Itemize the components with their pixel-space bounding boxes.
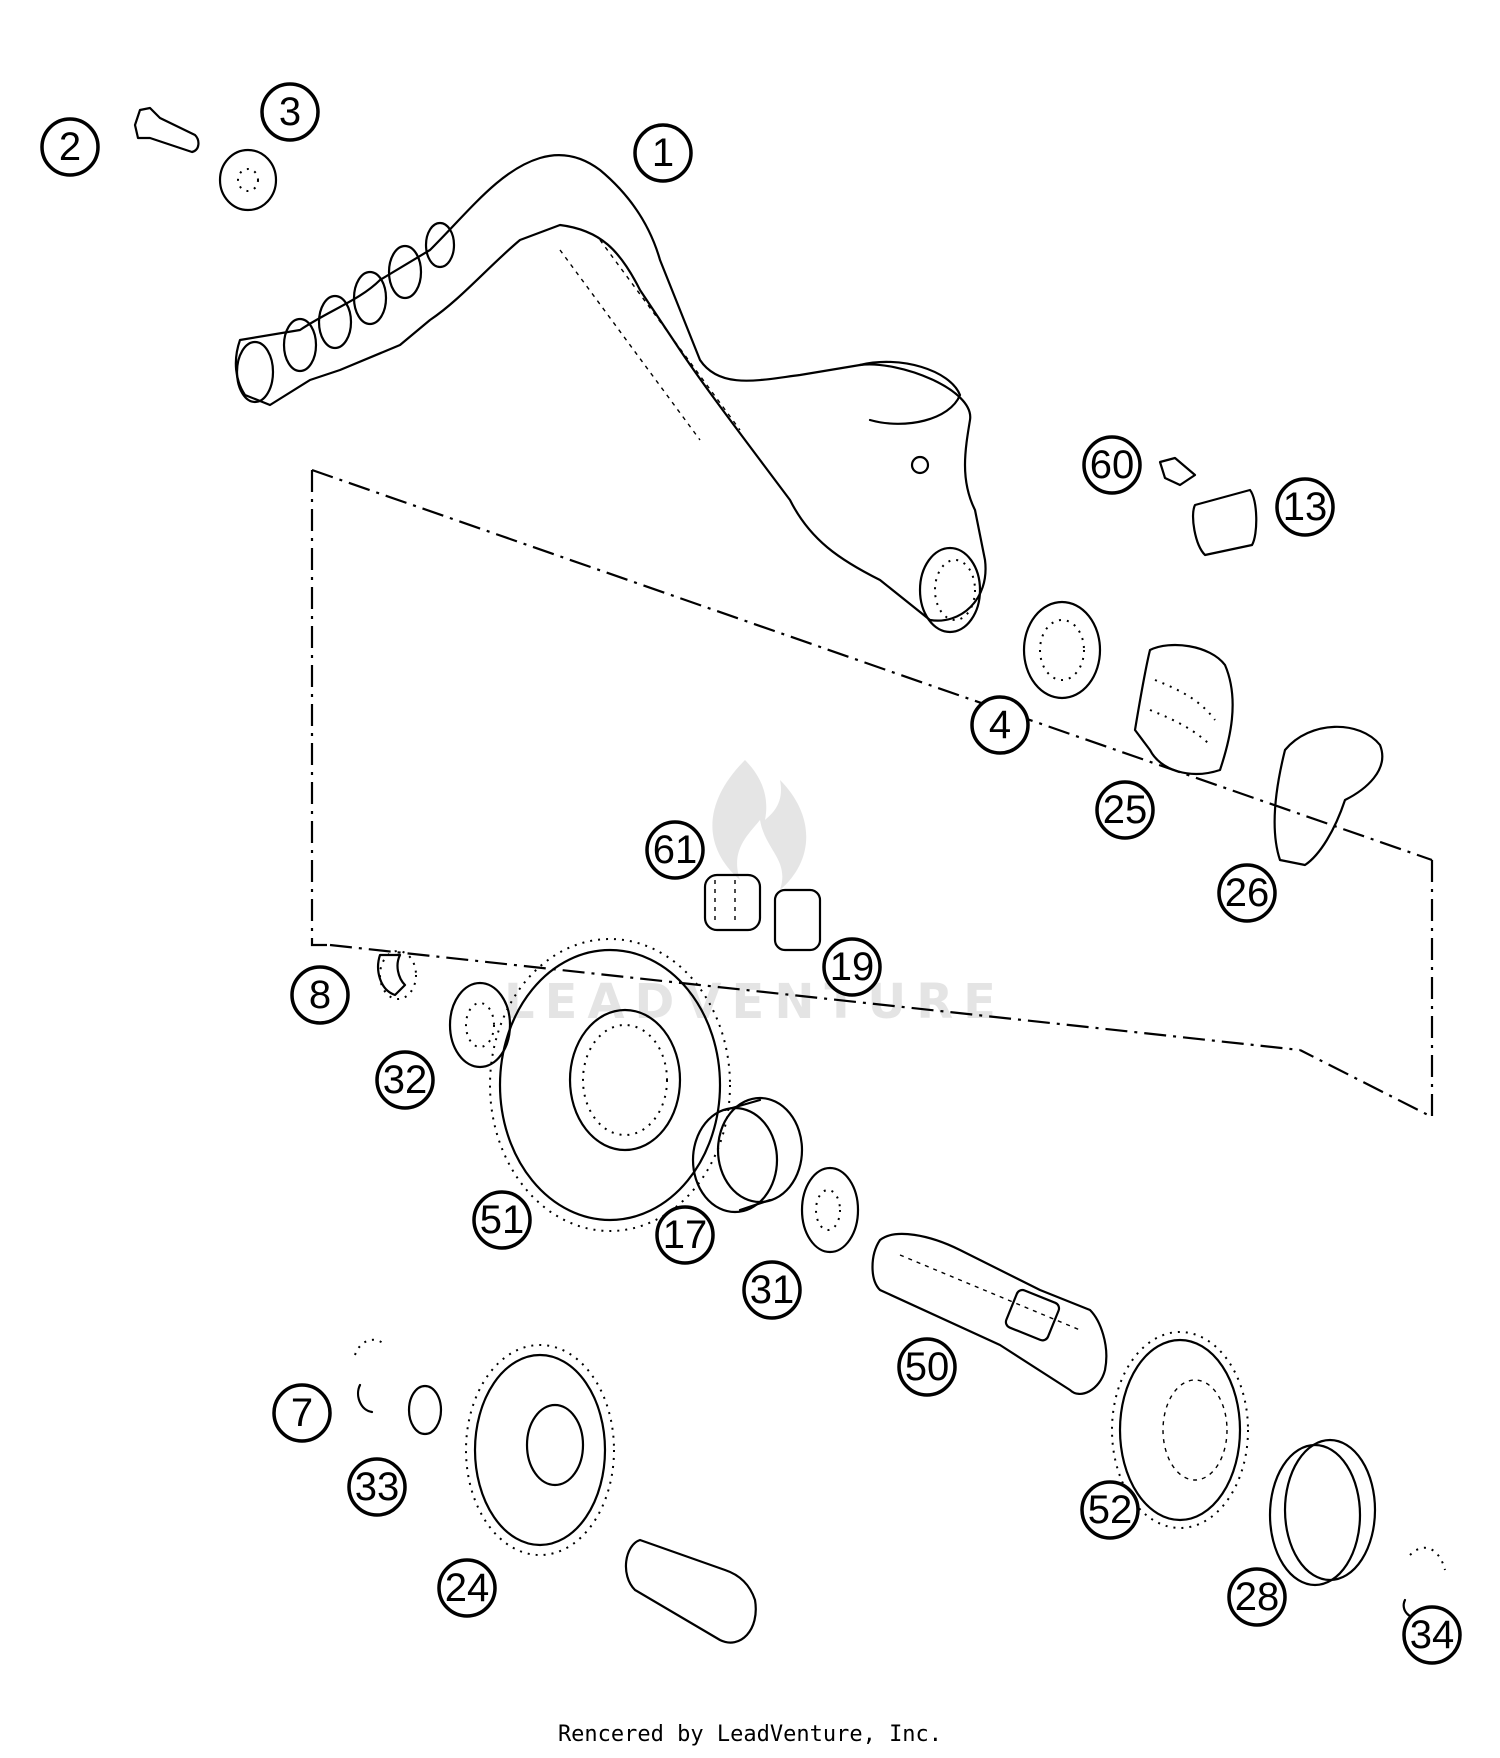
callout-28: 28	[1227, 1567, 1287, 1627]
part-33-washer	[407, 1384, 443, 1436]
svg-text:13: 13	[1283, 485, 1328, 529]
callout-7: 7	[272, 1383, 332, 1443]
callout-31: 31	[742, 1260, 802, 1320]
svg-text:4: 4	[989, 703, 1011, 747]
callout-32: 32	[375, 1050, 435, 1110]
part-60-pin	[1158, 456, 1197, 487]
svg-text:8: 8	[309, 973, 331, 1017]
svg-text:25: 25	[1103, 788, 1148, 832]
part-25-spring	[1133, 643, 1234, 775]
svg-text:1: 1	[652, 131, 674, 175]
assembly-right-line	[1299, 860, 1434, 1119]
part-61-needle-bearing	[703, 873, 762, 932]
callout-8: 8	[290, 965, 350, 1025]
callout-13: 13	[1275, 477, 1335, 537]
callout-2: 2	[40, 117, 100, 177]
svg-text:50: 50	[905, 1345, 950, 1389]
svg-text:60: 60	[1090, 443, 1135, 487]
callout-50: 50	[897, 1337, 957, 1397]
render-credit: Rencered by LeadVenture, Inc.	[557, 1722, 943, 1747]
part-2-bolt	[133, 106, 200, 154]
callout-61: 61	[645, 820, 705, 880]
svg-text:3: 3	[279, 90, 301, 134]
part-8-circlip	[377, 950, 417, 1000]
watermark-text: LEADVENTURE	[504, 974, 1006, 1030]
part-24-intermediate-gear	[465, 1344, 615, 1556]
part-17-needle-bearing	[691, 1096, 804, 1214]
svg-text:28: 28	[1235, 1575, 1280, 1619]
callout-26: 26	[1217, 863, 1277, 923]
part-50-kick-shaft	[871, 1232, 1108, 1395]
assembly-diagonal-line	[311, 468, 1433, 862]
callout-33: 33	[347, 1457, 407, 1517]
callout-25: 25	[1095, 780, 1155, 840]
part-28-spring-ring	[1268, 1438, 1377, 1587]
svg-text:61: 61	[653, 828, 698, 872]
part-13-bushing	[1191, 488, 1258, 557]
callout-34: 34	[1402, 1605, 1462, 1665]
svg-text:17: 17	[663, 1213, 708, 1257]
part-26-spring-guide	[1273, 725, 1384, 867]
svg-text:32: 32	[383, 1058, 428, 1102]
callout-3: 3	[260, 82, 320, 142]
callout-60: 60	[1082, 435, 1142, 495]
svg-text:24: 24	[445, 1566, 490, 1610]
part-4-washer	[1022, 600, 1102, 700]
callout-19: 19	[822, 937, 882, 997]
callout-4: 4	[970, 695, 1030, 755]
watermark-flame-icon	[712, 760, 807, 890]
svg-text:7: 7	[291, 1391, 313, 1435]
svg-text:51: 51	[480, 1198, 525, 1242]
svg-text:2: 2	[59, 125, 81, 169]
part-19-spacer	[773, 888, 822, 952]
svg-text:31: 31	[750, 1268, 795, 1312]
part-31-washer	[800, 1166, 860, 1254]
svg-text:34: 34	[1410, 1613, 1455, 1657]
assembly-boundary-line	[310, 470, 330, 947]
kick-starter-lever	[234, 154, 987, 634]
intermediate-shaft	[624, 1538, 757, 1644]
callout-52: 52	[1080, 1480, 1140, 1540]
assembly-lower-diagonal	[329, 943, 1301, 1052]
leadventure-watermark: LEADVENTURE	[504, 760, 1006, 1030]
callout-51: 51	[472, 1190, 532, 1250]
part-51-kick-gear	[489, 938, 731, 1232]
part-7-circlip	[354, 1338, 386, 1414]
callout-1: 1	[633, 123, 693, 183]
svg-text:26: 26	[1225, 871, 1270, 915]
svg-text:33: 33	[355, 1465, 400, 1509]
svg-text:19: 19	[830, 945, 875, 989]
svg-text:52: 52	[1088, 1488, 1133, 1532]
part-32-washer	[448, 981, 512, 1069]
part-3-washer	[218, 148, 278, 212]
callout-17: 17	[655, 1205, 715, 1265]
part-52-ratchet-gear	[1111, 1331, 1249, 1529]
callout-24: 24	[437, 1558, 497, 1618]
